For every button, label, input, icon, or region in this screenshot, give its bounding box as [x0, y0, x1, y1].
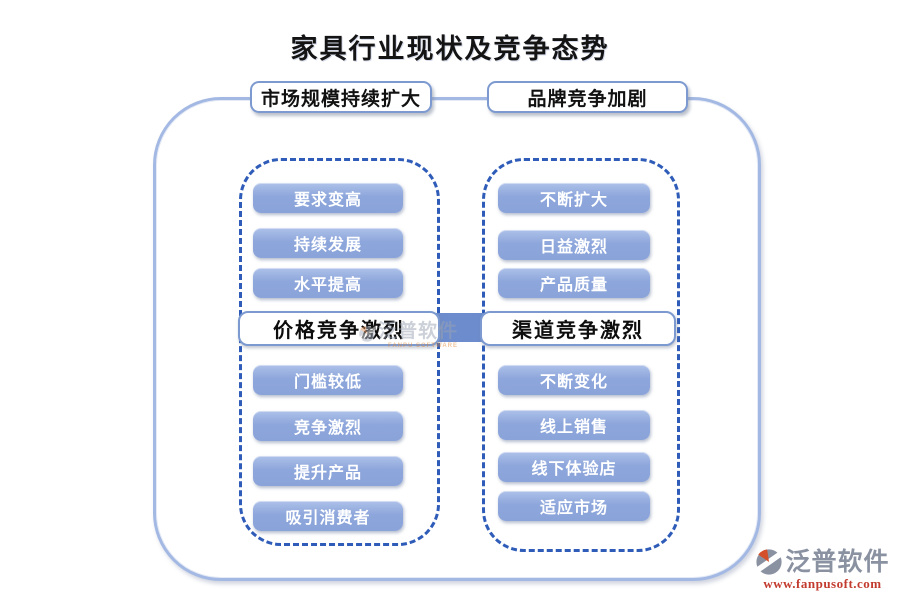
diagram-node: 线上销售	[498, 410, 650, 440]
left-dashed-group	[239, 158, 440, 546]
diagram-node: 门槛较低	[253, 365, 403, 395]
diagram-node: 不断扩大	[498, 183, 650, 213]
mid-connector-bar	[436, 313, 484, 342]
fanpu-logo: 泛普软件 www.fanpusoft.com	[750, 548, 895, 590]
diagram-node: 适应市场	[498, 491, 650, 521]
diagram-node: 持续发展	[253, 228, 403, 258]
mid-box-label: 价格竞争激烈	[273, 320, 405, 342]
diagram-node: 提升产品	[253, 456, 403, 486]
header-label: 市场规模持续扩大	[260, 88, 421, 110]
page-title: 家具行业现状及竞争态势	[290, 34, 610, 64]
diagram-node: 水平提高	[253, 268, 403, 298]
diagram-node: 不断变化	[498, 365, 650, 395]
right-dashed-group	[482, 158, 680, 552]
logo-url: www.fanpusoft.com	[763, 576, 882, 591]
header-box-brand-competition: 品牌竞争加剧	[487, 81, 688, 113]
fanpu-logo-icon	[755, 549, 784, 575]
diagram-node: 线下体验店	[498, 452, 650, 482]
diagram-node: 吸引消费者	[253, 501, 403, 531]
diagram-node: 要求变高	[253, 183, 403, 213]
header-box-market-scale: 市场规模持续扩大	[250, 81, 432, 113]
diagram-node: 竞争激烈	[253, 411, 403, 441]
mid-box-channel-competition: 渠道竞争激烈	[480, 311, 676, 346]
diagram-node: 产品质量	[498, 268, 650, 298]
diagram-node: 日益激烈	[498, 230, 650, 260]
mid-box-label: 渠道竞争激烈	[512, 320, 644, 342]
mid-box-price-competition: 价格竞争激烈	[238, 311, 440, 346]
header-label: 品牌竞争加剧	[527, 88, 648, 110]
logo-text: 泛普软件	[785, 547, 890, 576]
